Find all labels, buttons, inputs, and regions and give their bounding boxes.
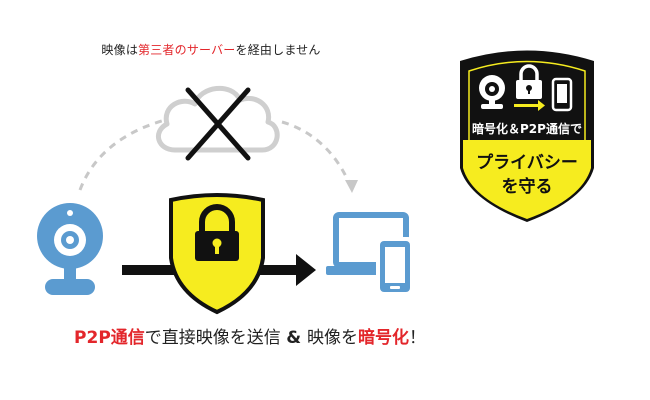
webcam-icon <box>37 203 103 295</box>
p2p-caption-part1: P2P通信 <box>74 328 145 348</box>
p2p-caption-part5: 暗号化 <box>357 328 409 348</box>
p2p-caption: P2P通信で直接映像を送信 & 映像を暗号化！ <box>0 323 500 348</box>
dashed-path-right <box>281 120 352 186</box>
lock-shield-icon <box>169 193 265 315</box>
badge-arrow-icon <box>514 100 545 111</box>
dashed-path-left <box>78 118 166 191</box>
server-caption-highlight: 第三者のサーバー <box>138 43 236 57</box>
p2p-caption-part4: 映像を <box>306 328 358 348</box>
server-caption-suffix: を経由しません <box>235 43 321 57</box>
cloud-icon <box>155 85 280 153</box>
p2p-caption-part2: で直接映像を送信 <box>144 328 287 348</box>
badge-lock-icon <box>516 64 542 99</box>
privacy-badge: 暗号化＆P2P通信で プライバシー を守る <box>460 50 594 222</box>
badge-line3: を守る <box>502 176 553 197</box>
server-caption-prefix: 映像は <box>101 43 139 57</box>
p2p-caption-part3: & <box>286 328 307 348</box>
badge-line1: 暗号化＆P2P通信で <box>472 121 582 136</box>
p2p-caption-part6: ！ <box>408 328 426 348</box>
badge-smartphone-icon <box>551 77 573 112</box>
blocked-x-icon <box>185 87 251 161</box>
smartphone-icon <box>376 237 414 296</box>
dashed-arrowhead <box>345 180 358 193</box>
badge-webcam-icon <box>479 75 505 109</box>
server-caption: 映像は第三者のサーバーを経由しません <box>0 41 422 58</box>
badge-line2: プライバシー <box>476 152 578 173</box>
